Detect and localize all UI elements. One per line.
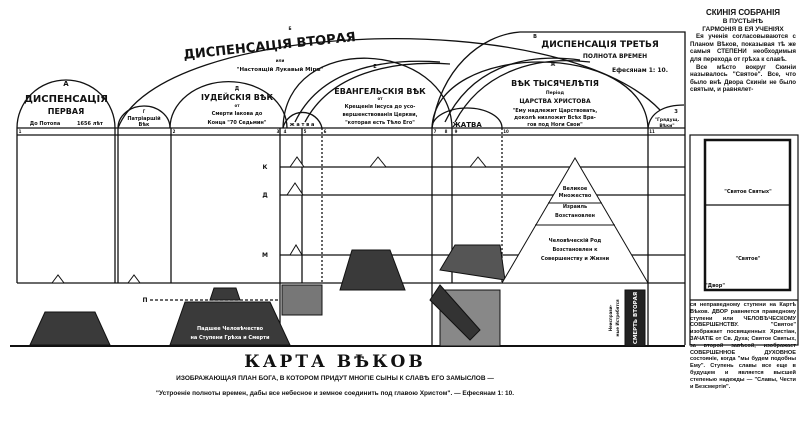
- millennium-quote-1: "Ему надлежит Царствовать,: [513, 108, 598, 114]
- mankind-3: Совершенству и Жизни: [541, 256, 610, 262]
- second-dispensation-title: ДИСПЕНСАЦІЯ ВТОРАЯ: [183, 30, 357, 63]
- millennium-title: ВѢК ТЫСЯЧЕЛѢТІЯ: [511, 79, 599, 88]
- restoration-pyramid: [501, 157, 649, 284]
- footer-quote: "Устроеніе полноты времен, дабы все небе…: [155, 390, 515, 397]
- millennium-period: Період: [546, 90, 565, 96]
- letter-e: Е: [373, 64, 377, 70]
- footer-title: КАРТА ВѢКОВ: [244, 352, 426, 372]
- point-number: 1: [19, 129, 22, 134]
- harvest1-label: ж а т в а: [290, 122, 315, 128]
- mankind-1: Человѣческій Род: [549, 237, 602, 244]
- point-number: 11: [649, 129, 655, 134]
- millennium-quote-2: доколѣ низложит Всѣх Вра-: [514, 115, 596, 121]
- israel-1: Израиль: [563, 204, 587, 210]
- gospel-age-line1: Крещенія Іисуса до усо-: [345, 104, 416, 110]
- letter-g: Г: [143, 109, 146, 114]
- tabernacle-para3: ся неправедному ступени на Картѣ Вѣков. …: [690, 302, 796, 390]
- mankind-2: Возстановлен к: [552, 247, 598, 253]
- first-dispensation-title: ДИСПЕНСАЦІЯ: [24, 94, 108, 105]
- letter-v: В: [533, 34, 537, 40]
- millennium-kingdom: ЦАРСТВА ХРИСТОВА: [519, 98, 591, 105]
- gospel-age-line2: вершенствованія Церкви,: [343, 112, 418, 118]
- jewish-age-arc: [169, 81, 288, 129]
- jewish-age-line1: Смерти Іакова до: [212, 111, 263, 117]
- harvest1-arc: [282, 111, 323, 129]
- gospel-age-title: ЕВАНГЕЛЬСКІЯ ВѢК: [334, 87, 426, 96]
- gospel-age-line3: "которая есть Тѣло Его": [345, 120, 415, 126]
- coming-ages-2: Вѣки": [659, 123, 674, 129]
- tabernacle-para1: Ея ученія согласовываются с Планом Вѣков…: [690, 33, 796, 63]
- israel-2: Возстановлен: [555, 213, 595, 219]
- point-number: 7: [434, 129, 437, 134]
- great-company-1: Великое: [563, 186, 588, 192]
- holy-label: "Святое": [736, 256, 761, 262]
- court-label: "Двор": [705, 283, 725, 289]
- point-number: 5: [304, 129, 307, 134]
- plane-p: П: [142, 297, 147, 304]
- patriarchal-arc: [117, 105, 171, 129]
- tabernacle-figure: [689, 134, 799, 346]
- millennium-arc: [431, 61, 649, 129]
- fallen-world-block-2: [169, 301, 291, 346]
- footer-subtitle: ИЗОБРАЖАЮЩАЯ ПЛАН БОГА, В КОТОРОМ ПРИДУТ…: [176, 375, 494, 382]
- israel-block: [339, 249, 406, 291]
- third-dispensation-frame: [431, 31, 686, 345]
- point-number: 9: [455, 129, 458, 134]
- plane-k: К: [263, 164, 268, 171]
- letter-b: Б: [288, 26, 291, 31]
- harvest2-arc: [431, 107, 503, 129]
- tabernacle-title: СКИНІЯ СОБРАНІЯ: [705, 8, 781, 17]
- coming-ages-1: "Грядущ.: [655, 117, 680, 123]
- letter-d: Д: [235, 86, 240, 92]
- holy-of-holies-label: "Святое Святых": [724, 189, 772, 195]
- first-dispensation-subtitle: ПЕРВАЯ: [48, 107, 84, 116]
- point-number: 6: [324, 129, 327, 134]
- second-death-2: мые Истребятся: [615, 299, 620, 337]
- tabernacle-para2: Все мѣсто вокруг Скиніи называлось "Свят…: [690, 63, 796, 94]
- fallen-label-2: на Ступени Грѣха и Смерти: [190, 335, 270, 341]
- second-dispensation-subtitle: "Настоящій Лукавый Міръ": [237, 66, 324, 73]
- small-block-p: [209, 287, 241, 301]
- third-dispensation-ref: Ефесянам 1: 10.: [612, 67, 668, 74]
- first-dispensation-right: 1656 лѣт: [77, 121, 103, 127]
- second-death-box: [624, 289, 646, 347]
- point-number: 3: [277, 129, 280, 134]
- gospel-age-from: от: [377, 96, 383, 101]
- second-death-1: Неисправи-: [608, 304, 613, 331]
- tabernacle-text-top: СКИНІЯ СОБРАНІЯ В ПУСТЫНѢ ГАРМОНІЯ В ЕЯ …: [690, 8, 796, 94]
- patriarchal-label-1: Патріаршій: [127, 115, 161, 122]
- second-dispensation-or: или: [276, 58, 285, 63]
- falling-block: [429, 284, 481, 341]
- coming-ages-arc: [647, 104, 685, 129]
- letter-z: З: [674, 109, 678, 115]
- nominal-church-block: [281, 284, 323, 316]
- second-death-3: СМЕРТЬ ВТОРАЯ: [633, 292, 639, 344]
- tabernacle-harmony: ГАРМОНІЯ В ЕЯ УЧЕНІЯХ: [702, 25, 784, 33]
- harvest2-label: ЖАТВА: [452, 121, 482, 129]
- point-number: 8: [445, 129, 448, 134]
- letter-a: А: [63, 80, 69, 88]
- third-dispensation-title: ДИСПЕНСАЦІЯ ТРЕТЬЯ: [541, 40, 659, 50]
- plane-d: Д: [262, 192, 267, 199]
- point-number: 4: [284, 129, 287, 134]
- third-dispensation-subtitle: ПОЛНОТА ВРЕМЕН: [583, 53, 647, 60]
- jewish-age-from: от: [234, 103, 240, 108]
- point-number: 2: [173, 129, 176, 134]
- jewish-age-line2: Конца "70 Седьмин": [207, 120, 266, 126]
- letter-zh: Ж: [551, 62, 556, 67]
- point-number: 10: [503, 129, 509, 134]
- fallen-label-1: Падшее Человѣчество: [197, 326, 264, 332]
- tabernacle-subtitle: В ПУСТЫНѢ: [722, 18, 764, 25]
- fallen-world-block-1: [29, 311, 111, 346]
- jewish-age-title: ІУДЕЙСКІЯ ВѢК: [201, 91, 274, 102]
- millennium-quote-3: гов под Ноги Свои": [527, 122, 583, 128]
- plane-m: М: [262, 252, 268, 259]
- patriarchal-label-2: Вѣк: [139, 122, 150, 128]
- first-dispensation-left: До Потопа: [30, 121, 60, 127]
- israel-harvest-block: [439, 244, 506, 281]
- first-dispensation-arc: [16, 79, 116, 129]
- great-company-2: Множество: [559, 193, 592, 199]
